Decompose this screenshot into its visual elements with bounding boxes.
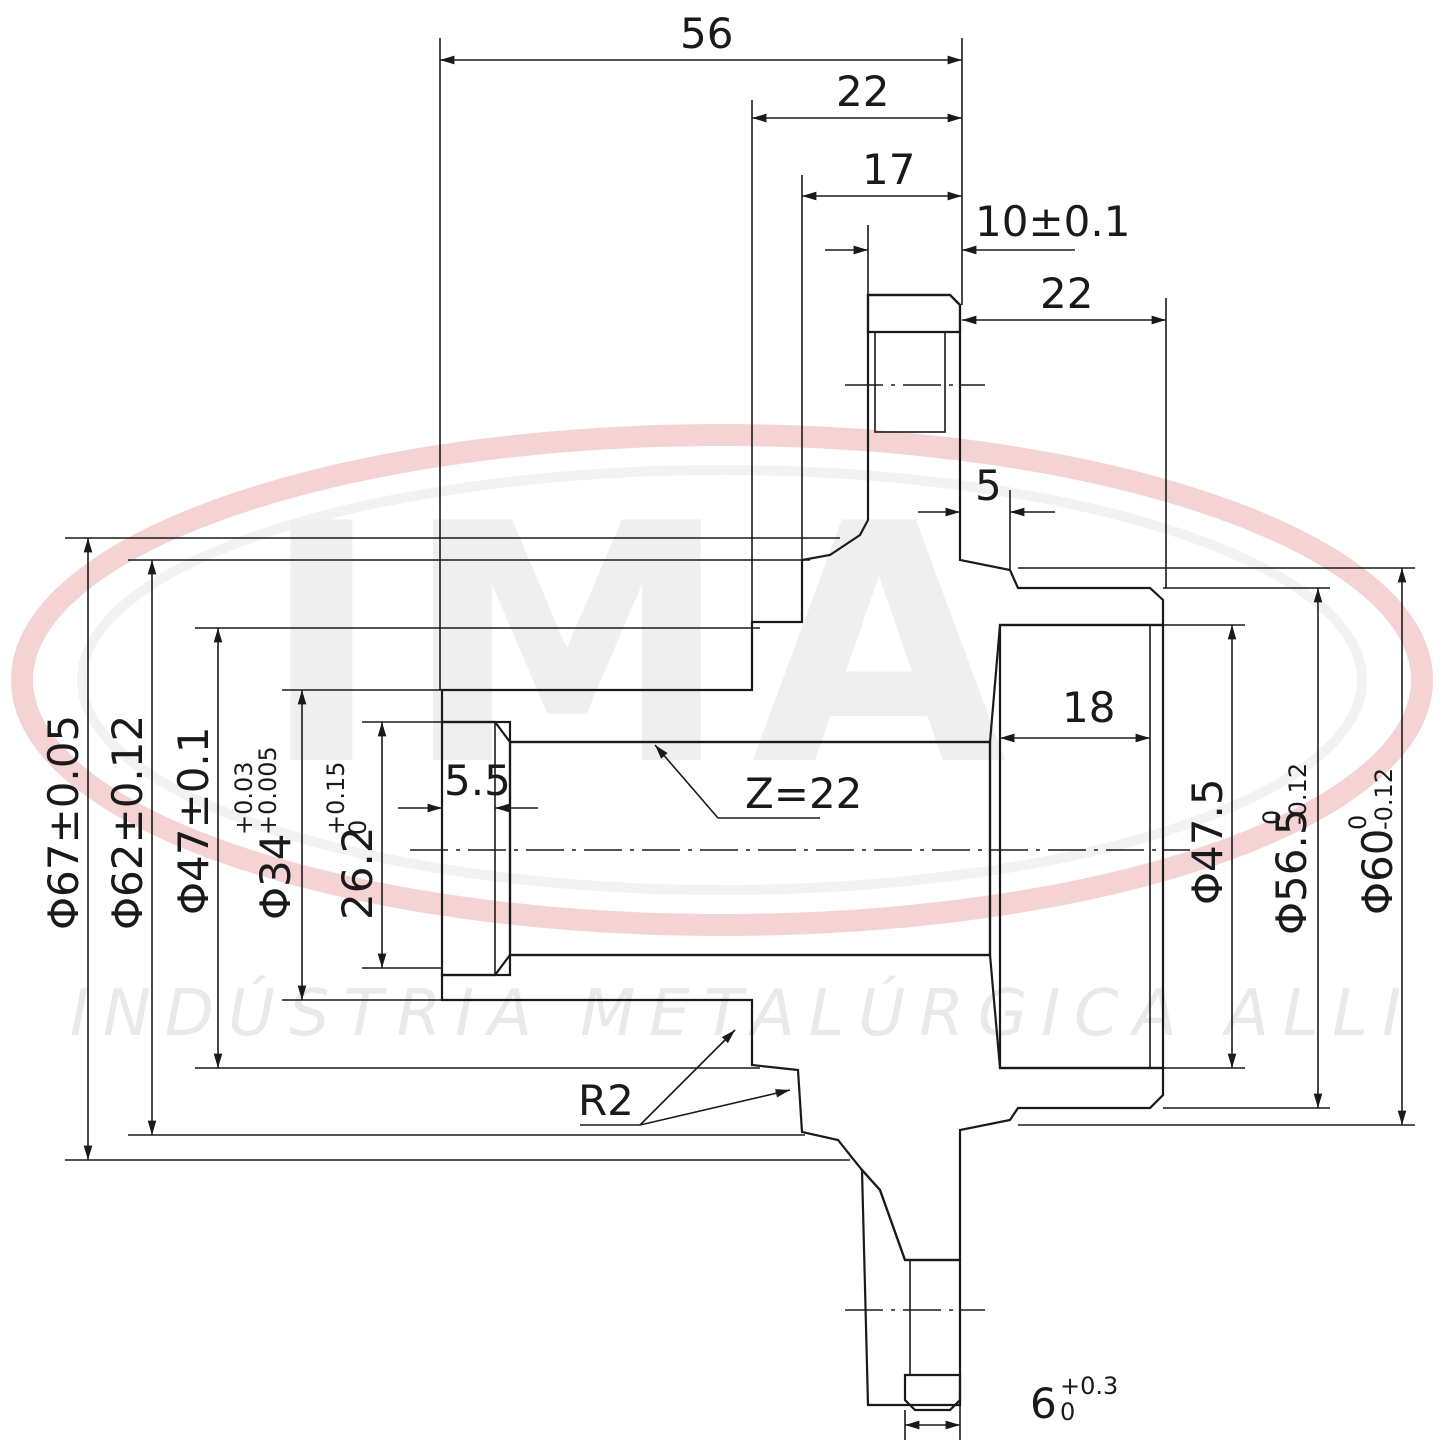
dim-5-5: 5.5 <box>444 756 511 805</box>
counterbore <box>998 623 1165 1070</box>
dim-d47-5: Φ47.5 <box>1183 778 1232 905</box>
dim-d34-upper: +0.03 <box>230 761 258 835</box>
dim-d34-lower: +0.005 <box>254 746 282 835</box>
watermark: IMA INDÚSTRIA METALÚRGICA ALLI <box>11 424 1433 1051</box>
dim-18: 18 <box>1062 683 1115 732</box>
bore-chamfer <box>440 720 512 977</box>
dim-10: 10±0.1 <box>975 197 1130 246</box>
dim-56: 56 <box>680 9 733 58</box>
watermark-company: INDÚSTRIA METALÚRGICA ALLI <box>70 975 1415 1051</box>
dim-6-upper: +0.3 <box>1060 1372 1118 1400</box>
flange-slot-bottom <box>909 1259 961 1376</box>
dim-d26-lower: 0 <box>344 820 372 835</box>
flange-tip-bottom <box>903 1373 962 1412</box>
dim-d56-5-upper: 0 <box>1258 810 1286 825</box>
dim-d26: 26.2 <box>333 826 382 920</box>
dim-d34: Φ34 <box>251 833 300 920</box>
watermark-ring-inner <box>77 465 1367 895</box>
dim-d60: Φ60 <box>1353 828 1402 915</box>
leader-r2-b <box>639 1089 791 1126</box>
dim-d47: Φ47±0.1 <box>169 727 218 916</box>
dim-d26-upper: +0.15 <box>322 761 350 835</box>
dim-22-top: 22 <box>836 67 889 116</box>
dim-r2: R2 <box>578 1076 634 1125</box>
watermark-logo: IMA <box>260 454 1027 838</box>
flange-slot-top <box>874 331 946 433</box>
dim-d62: Φ62±0.12 <box>103 715 152 930</box>
dim-17: 17 <box>862 145 915 194</box>
dim-d56-5: Φ56.5 <box>1267 808 1316 935</box>
section-lower <box>440 953 1165 1262</box>
dim-d60-upper: 0 <box>1344 815 1372 830</box>
leader-z22 <box>654 744 719 819</box>
watermark-ring <box>11 424 1433 936</box>
dim-d60-lower: -0.12 <box>1370 768 1398 830</box>
dim-z22: Z=22 <box>745 769 862 818</box>
dim-d67: Φ67±0.05 <box>39 715 88 930</box>
flange-tip-top <box>866 293 962 334</box>
dim-6: 6 <box>1030 1379 1057 1428</box>
flange-lower <box>860 1167 962 1407</box>
dim-5: 5 <box>975 461 1002 510</box>
dim-6-lower: 0 <box>1060 1398 1075 1426</box>
dim-22-right: 22 <box>1040 269 1093 318</box>
leader-r2-a <box>639 1029 736 1126</box>
dim-d56-5-lower: -0.12 <box>1284 763 1312 825</box>
